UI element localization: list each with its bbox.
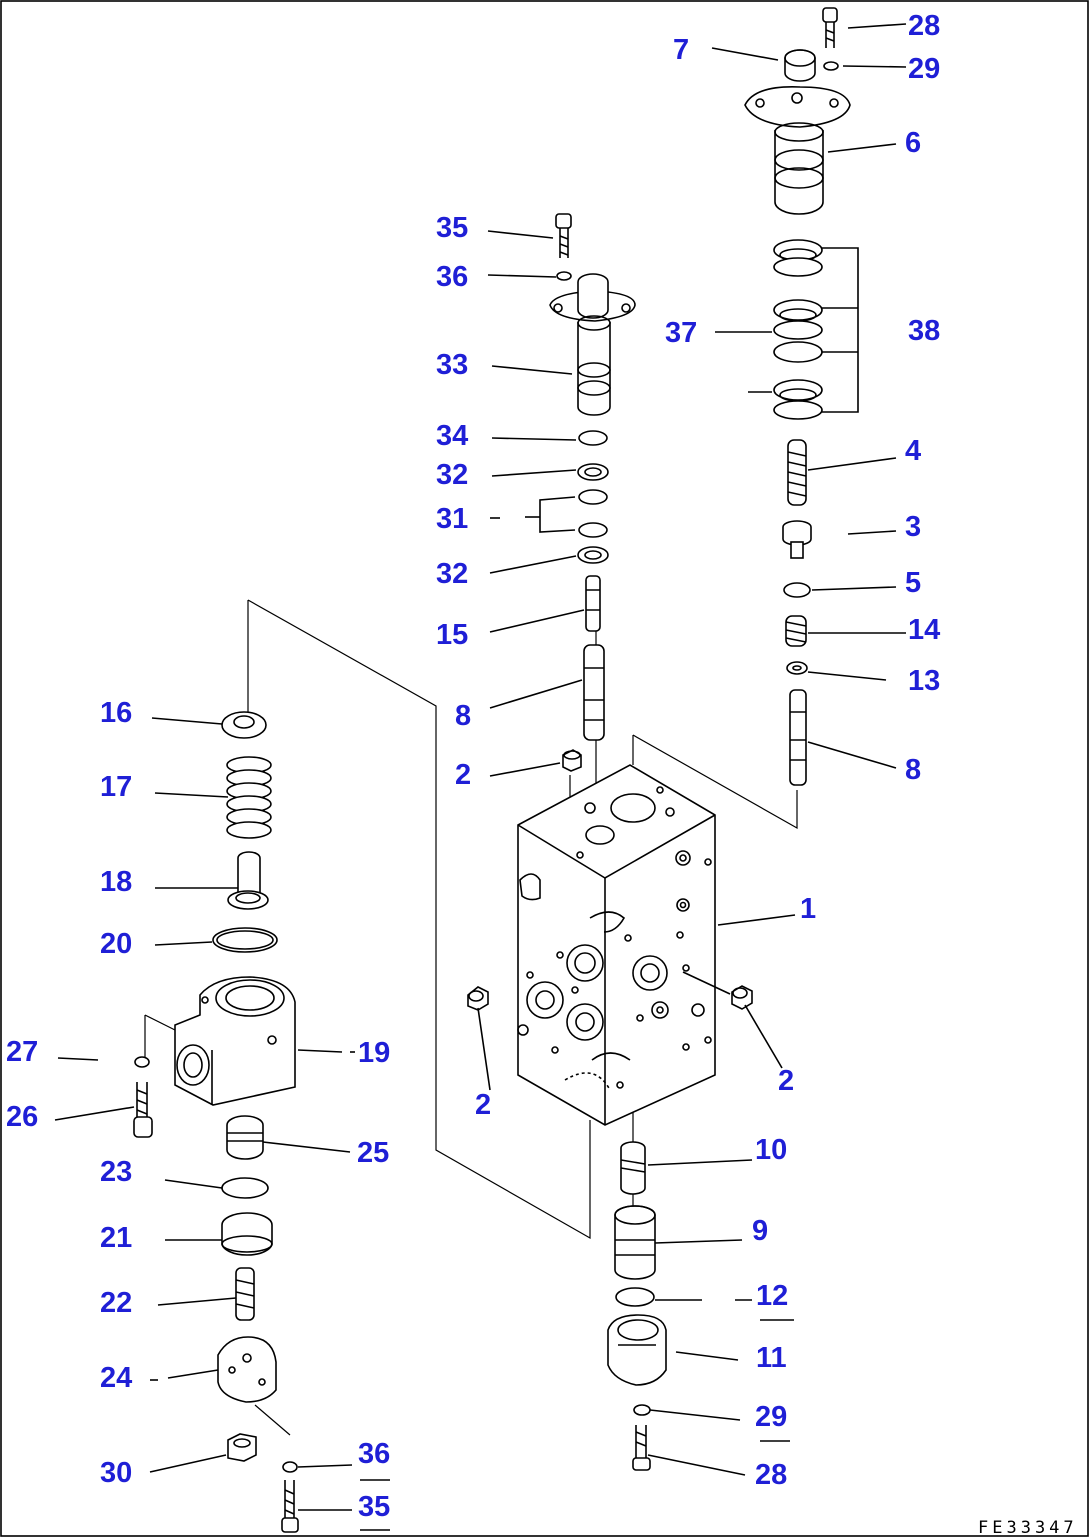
callout-29[interactable]: 29: [755, 1401, 787, 1433]
spring-part-4[interactable]: [787, 439, 807, 506]
housing-part-19[interactable]: [174, 976, 296, 1106]
spring-part-22[interactable]: [235, 1267, 255, 1321]
callout-32[interactable]: 32: [436, 558, 468, 590]
poppet-part-18[interactable]: [227, 851, 269, 910]
callout-2[interactable]: 2: [778, 1065, 794, 1097]
callout-25[interactable]: 25: [357, 1137, 389, 1169]
callout-4[interactable]: 4: [905, 435, 921, 467]
seat-part-16[interactable]: [221, 711, 267, 739]
washer-part-29-bottom[interactable]: [633, 1404, 651, 1416]
retainer-part-13[interactable]: [786, 661, 808, 675]
callout-19[interactable]: 19: [358, 1037, 390, 1069]
cap-part-24[interactable]: [217, 1336, 277, 1403]
nut-part-30[interactable]: [227, 1433, 257, 1462]
backup-ring-part-32-lower[interactable]: [577, 546, 609, 564]
seal-kit-part-38[interactable]: [773, 239, 823, 420]
callout-5[interactable]: 5: [905, 567, 921, 599]
plug-part-25[interactable]: [226, 1115, 264, 1160]
callout-labels: 1 2 2 2 3 4 5 6 7 8 8 9 10 11 12 13 14 1…: [6, 10, 940, 1523]
leader-lines: [54, 23, 907, 1531]
plug-part-7[interactable]: [784, 49, 816, 82]
oring-part-20[interactable]: [212, 927, 278, 953]
callout-14[interactable]: 14: [908, 614, 940, 646]
plug-part-2-left[interactable]: [467, 986, 489, 1011]
spool-part-15[interactable]: [585, 575, 601, 632]
callout-13[interactable]: 13: [908, 665, 940, 697]
callout-29[interactable]: 29: [908, 53, 940, 85]
callout-17[interactable]: 17: [100, 771, 132, 803]
spring-part-17[interactable]: [226, 756, 272, 839]
bolt-part-28-top[interactable]: [822, 7, 838, 48]
bolt-part-28-bottom[interactable]: [632, 1425, 651, 1471]
piston-part-3[interactable]: [782, 520, 812, 559]
washer-part-27[interactable]: [134, 1056, 150, 1068]
callout-31[interactable]: 31: [436, 503, 468, 535]
callout-2[interactable]: 2: [475, 1089, 491, 1121]
oring-part-5[interactable]: [783, 582, 811, 598]
callout-11[interactable]: 11: [756, 1342, 787, 1374]
spring-part-14[interactable]: [785, 615, 807, 647]
spool-part-8-center[interactable]: [583, 644, 605, 741]
bolt-part-35-top[interactable]: [555, 213, 572, 258]
washer-part-29-top[interactable]: [823, 61, 839, 71]
plug-part-21[interactable]: [221, 1212, 273, 1256]
callout-3[interactable]: 3: [905, 511, 921, 543]
callout-6[interactable]: 6: [905, 127, 921, 159]
valve-body-part-1[interactable]: [517, 764, 716, 1126]
callout-37[interactable]: 37: [665, 317, 697, 349]
bolt-part-35-bottom[interactable]: [281, 1480, 299, 1533]
callout-28[interactable]: 28: [908, 10, 940, 42]
cover-part-33[interactable]: [549, 273, 636, 416]
callout-16[interactable]: 16: [100, 697, 132, 729]
callout-18[interactable]: 18: [100, 866, 132, 898]
callout-21[interactable]: 21: [100, 1222, 132, 1254]
plug-part-2-right[interactable]: [731, 985, 753, 1010]
callout-27[interactable]: 27: [6, 1036, 38, 1068]
backup-ring-part-32-upper[interactable]: [577, 463, 609, 481]
callout-15[interactable]: 15: [436, 619, 468, 651]
callout-35[interactable]: 35: [358, 1491, 390, 1523]
callout-36[interactable]: 36: [436, 261, 468, 293]
callout-32[interactable]: 32: [436, 459, 468, 491]
callout-9[interactable]: 9: [752, 1215, 768, 1247]
callout-33[interactable]: 33: [436, 349, 468, 381]
callout-34[interactable]: 34: [436, 420, 468, 452]
plug-part-9[interactable]: [614, 1205, 656, 1280]
callout-28[interactable]: 28: [755, 1459, 787, 1491]
callout-30[interactable]: 30: [100, 1457, 132, 1489]
oring-part-23[interactable]: [221, 1177, 269, 1199]
spool-part-8-right[interactable]: [789, 689, 807, 786]
callout-35[interactable]: 35: [436, 212, 468, 244]
washer-part-36-top[interactable]: [556, 271, 572, 281]
callout-10[interactable]: 10: [755, 1134, 787, 1166]
cover-part-6[interactable]: [744, 86, 851, 215]
oring-part-34[interactable]: [578, 430, 608, 446]
callout-23[interactable]: 23: [100, 1156, 132, 1188]
cap-part-11[interactable]: [607, 1314, 667, 1386]
callout-20[interactable]: 20: [100, 928, 132, 960]
callout-26[interactable]: 26: [6, 1101, 38, 1133]
callout-8[interactable]: 8: [455, 700, 471, 732]
callout-22[interactable]: 22: [100, 1287, 132, 1319]
callout-24[interactable]: 24: [100, 1362, 132, 1394]
plug-part-2-top[interactable]: [562, 749, 582, 772]
washer-part-36-bottom[interactable]: [282, 1461, 298, 1473]
bolt-part-26[interactable]: [133, 1082, 153, 1138]
callout-7[interactable]: 7: [673, 34, 689, 66]
callout-1[interactable]: 1: [800, 893, 816, 925]
callout-38[interactable]: 38: [908, 315, 940, 347]
oring-part-12[interactable]: [615, 1287, 655, 1307]
oring-part-31[interactable]: [578, 489, 608, 538]
plug-part-10[interactable]: [620, 1141, 646, 1195]
callout-36[interactable]: 36: [358, 1438, 390, 1470]
callout-2[interactable]: 2: [455, 759, 471, 791]
callout-8[interactable]: 8: [905, 754, 921, 786]
callout-12[interactable]: 12: [756, 1280, 788, 1312]
drawing-code: FE33347: [978, 1518, 1078, 1538]
